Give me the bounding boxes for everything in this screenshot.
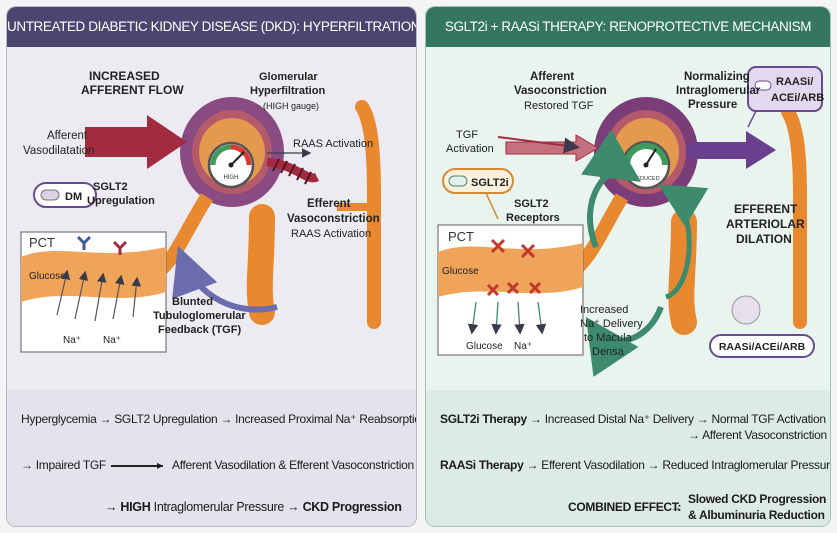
left-summary-line3: → HIGH Intraglomerular Pressure → CKD Pr… (105, 500, 402, 514)
left-summary-line2a: → Impaired TGF (21, 458, 106, 472)
long-arrow-head: ▸ (157, 458, 163, 472)
feedback-tgf-label: Feedback (TGF) (158, 324, 241, 336)
glucose-label: Glucose (29, 271, 66, 282)
sglt2-receptors-label-1: SGLT2 (514, 198, 549, 210)
line2-rest: → Efferent Vasodilation → Reduced Intrag… (527, 458, 832, 472)
efferent-label: Efferent (307, 198, 351, 210)
afferent-flow-label: AFFERENT FLOW (81, 83, 184, 97)
raasi-bottom-label: RAASi/ACEi/ARB (719, 341, 806, 353)
outcome-line2: & Albuminuria Reduction (688, 508, 825, 522)
high-emphasis: HIGH (120, 500, 150, 514)
hyperfiltration-illustration: HIGH DM PCT Glucose Na⁺ Na⁺ INCREASED AF… (7, 47, 417, 390)
sglt2i-label: SGLT2i (471, 177, 509, 189)
pct-label: PCT (448, 229, 474, 244)
dilation-label: DILATION (736, 232, 792, 246)
combined-arrow: → (670, 500, 682, 514)
glucose-bottom-label: Glucose (466, 341, 503, 352)
hyperfiltration-label: Hyperfiltration (250, 85, 325, 97)
pct-label: PCT (29, 235, 55, 250)
raas-activation-label-2: RAAS Activation (291, 228, 371, 240)
na-label-1: Na⁺ (63, 335, 81, 346)
intraglomerular-label: Intraglomerular (676, 85, 761, 97)
tgf-label: TGF (456, 129, 478, 141)
na-label-2: Na⁺ (103, 335, 121, 346)
arteriolar-label: ARTERIOLAR (726, 217, 805, 231)
loop-tubule (260, 217, 262, 312)
combined-effect-label: COMBINED EFFECT: (568, 500, 681, 514)
line1-mid: → Increased Distal Na⁺ Delivery → (530, 412, 709, 426)
sglt2-receptors-label-2: Receptors (506, 212, 560, 224)
right-summary-line2: RAASi Therapy → Efferent Vasodilation → … (440, 458, 831, 472)
left-summary-line2b: Afferent Vasodilation & Efferent Vasocon… (172, 458, 414, 472)
sglt2-label: SGLT2 (93, 181, 128, 193)
increased-label: Increased (580, 304, 628, 316)
pill-icon (732, 296, 760, 324)
gauge-label: REDUCED (632, 176, 659, 182)
pressure-label: Pressure (688, 99, 737, 111)
vasoconstriction-label: Vasoconstriction (514, 85, 607, 97)
vasodilatation-label: Vasodilatation (23, 145, 94, 157)
dm-label: DM (65, 191, 82, 203)
tubuloglomerular-label: Tubuloglomerular (153, 310, 246, 322)
left-summary-footer: Hyperglycemia → SGLT2 Upregulation → Inc… (7, 390, 416, 526)
raasi-therapy-label: RAASi Therapy (440, 458, 523, 472)
glucose-label: Glucose (442, 266, 479, 277)
capsule-icon (41, 190, 59, 200)
raasi-top-label-1: RAASi/ (776, 76, 813, 88)
blunted-label: Blunted (172, 296, 213, 308)
line3-arrow: → (105, 500, 117, 514)
normal-tgf-label: Normal TGF Activation (712, 412, 826, 426)
long-arrow-line (111, 465, 163, 467)
vasoconstriction-label: Vasoconstriction (287, 213, 380, 225)
high-gauge-note: (HIGH gauge) (263, 101, 319, 111)
outcome-line1: Slowed CKD Progression (688, 492, 826, 506)
glomerular-label: Glomerular (259, 71, 318, 83)
right-summary-footer: SGLT2i Therapy → Increased Distal Na⁺ De… (426, 390, 830, 526)
restored-tgf-label: Restored TGF (524, 100, 594, 112)
upregulation-label: Upregulation (87, 195, 155, 207)
left-summary-line1: Hyperglycemia → SGLT2 Upregulation → Inc… (21, 412, 417, 426)
afferent-label: Afferent (47, 130, 88, 142)
capsule-icon (449, 176, 467, 186)
therapy-panel: SGLT2i + RAASi THERAPY: RENOPROTECTIVE M… (425, 6, 831, 527)
right-summary-line1b: → Afferent Vasoconstriction (688, 428, 827, 442)
na-delivery-label: Na⁺ Delivery (580, 318, 643, 330)
sglt2i-therapy-label: SGLT2i Therapy (440, 412, 527, 426)
left-panel-title: UNTREATED DIABETIC KIDNEY DISEASE (DKD):… (7, 7, 416, 47)
increased-label: INCREASED (89, 69, 160, 83)
right-panel-title: SGLT2i + RAASi THERAPY: RENOPROTECTIVE M… (426, 7, 830, 47)
normalizing-label: Normalizing (684, 71, 750, 83)
untreated-dkd-panel: UNTREATED DIABETIC KIDNEY DISEASE (DKD):… (6, 6, 417, 527)
activation-label: Activation (446, 143, 494, 155)
efferent-dilated-arrow (686, 131, 776, 169)
efferent-label: EFFERENT (734, 202, 798, 216)
afferent-flow-arrow (85, 115, 187, 169)
densa-label: Densa (592, 346, 625, 358)
renoprotective-illustration: REDUCED SGLT2i PCT Glucose (426, 47, 831, 390)
raas-activation-label: RAAS Activation (293, 138, 373, 150)
to-macula-label: to Macula (584, 332, 633, 344)
line3-mid: Intraglomerular Pressure → (154, 500, 300, 514)
afferent-label: Afferent (530, 71, 574, 83)
right-summary-line1: SGLT2i Therapy → Increased Distal Na⁺ De… (440, 412, 826, 426)
ckd-progression: CKD Progression (303, 500, 402, 514)
raasi-top-label-2: ACEi/ARB (771, 92, 824, 104)
gauge-label: HIGH (224, 175, 239, 181)
na-bottom-label: Na⁺ (514, 341, 532, 352)
